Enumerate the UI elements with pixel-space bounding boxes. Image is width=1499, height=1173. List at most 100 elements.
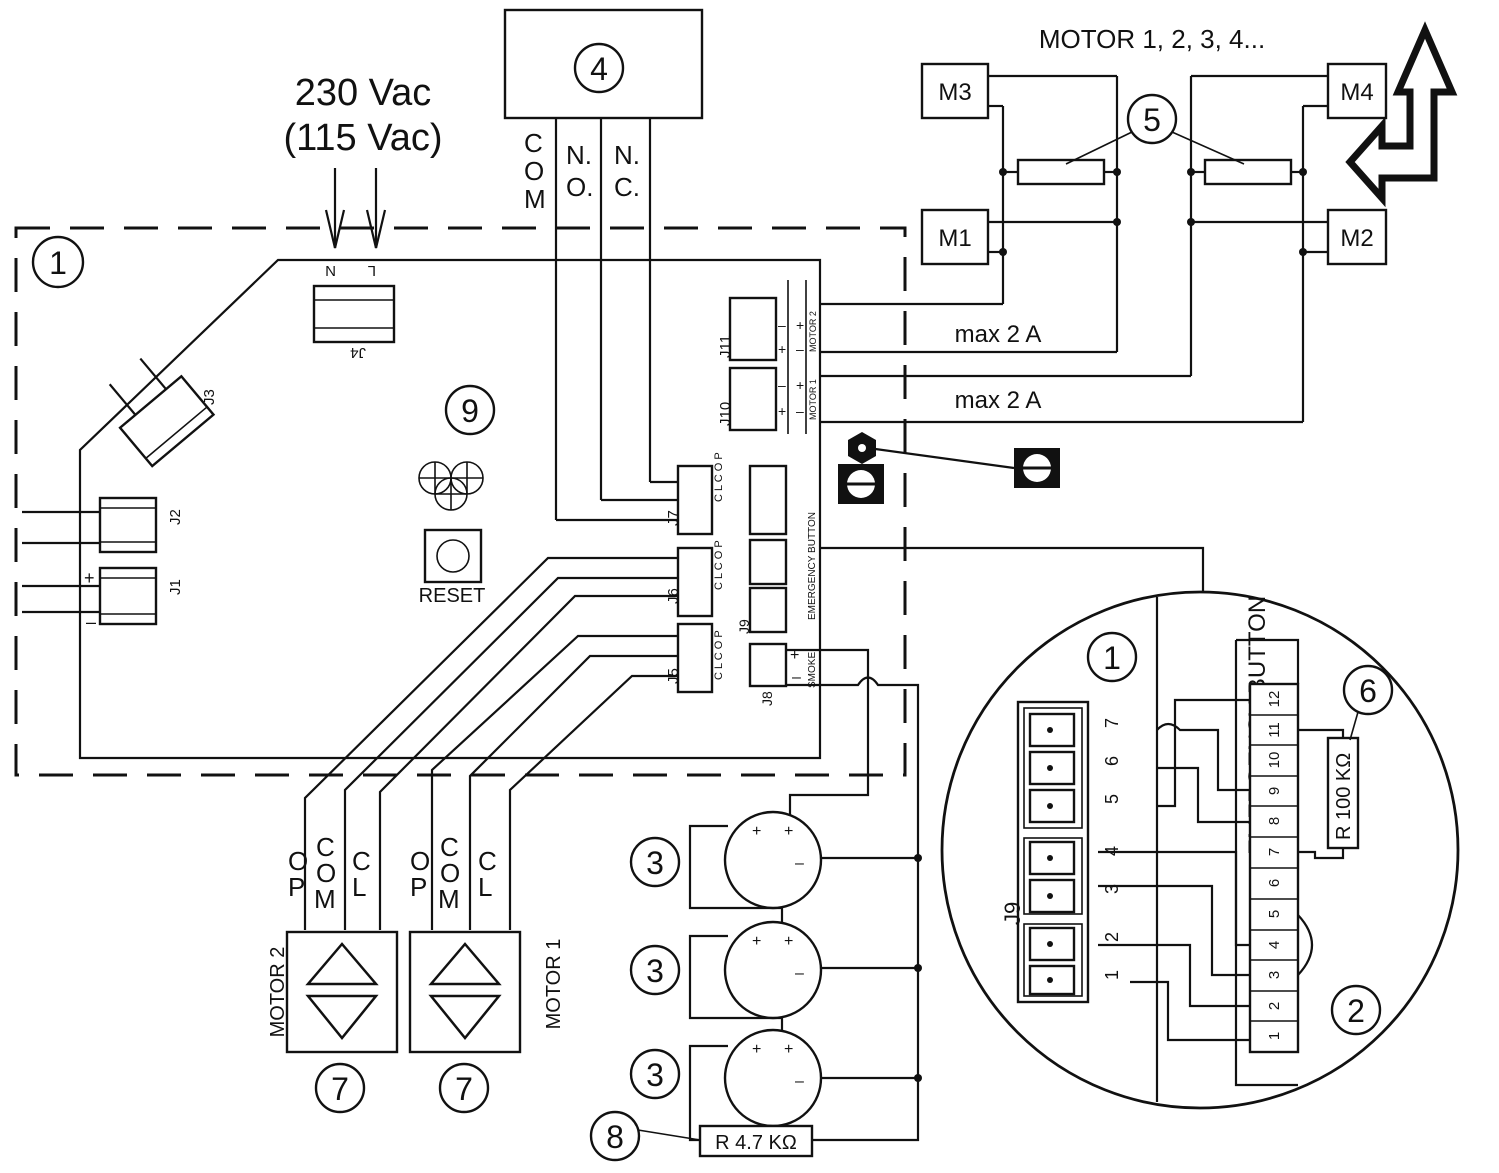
svg-text:5: 5 xyxy=(1102,794,1122,804)
callout-9: 9 xyxy=(444,384,496,436)
emergency-label-board: EMERGENCY BUTTON xyxy=(807,512,818,620)
svg-text:1: 1 xyxy=(49,245,67,281)
svg-text:11: 11 xyxy=(1266,722,1283,738)
connector-j6: J6 C L C O P xyxy=(665,538,788,618)
svg-text:M4: M4 xyxy=(1340,79,1373,106)
svg-text:–: – xyxy=(795,965,804,982)
svg-text:+: + xyxy=(778,403,786,419)
svg-text:C L C O P: C L C O P xyxy=(713,630,725,680)
svg-text:N.: N. xyxy=(566,140,592,170)
svg-text:2: 2 xyxy=(1266,1002,1283,1010)
svg-text:C L C O P: C L C O P xyxy=(713,540,725,590)
svg-text:M2: M2 xyxy=(1340,225,1373,252)
svg-text:1: 1 xyxy=(1266,1032,1283,1040)
relay-box: 4 xyxy=(503,8,704,120)
svg-text:MOTOR 1: MOTOR 1 xyxy=(808,379,818,420)
svg-text:3: 3 xyxy=(1266,971,1283,979)
svg-text:MOTOR 1: MOTOR 1 xyxy=(543,939,565,1030)
callout-3-a: 3 xyxy=(629,836,681,888)
smoke-resistor: R 4.7 KΩ xyxy=(698,1124,814,1158)
svg-text:J7: J7 xyxy=(665,510,682,526)
svg-text:6: 6 xyxy=(1359,673,1377,709)
svg-text:R 4.7 KΩ: R 4.7 KΩ xyxy=(715,1132,797,1154)
svg-text:–: – xyxy=(778,377,786,393)
svg-text:–: – xyxy=(795,855,804,872)
connector-j5: J5 C L C O P xyxy=(665,622,725,694)
svg-text:6: 6 xyxy=(1102,756,1122,766)
svg-text:O: O xyxy=(288,846,308,876)
svg-text:M3: M3 xyxy=(938,79,971,106)
svg-text:12: 12 xyxy=(1266,691,1283,708)
max-current-motor1: max 2 A xyxy=(955,387,1042,414)
svg-text:L: L xyxy=(352,872,366,902)
svg-text:N.: N. xyxy=(614,140,640,170)
svg-text:–: – xyxy=(795,1073,804,1090)
svg-text:L: L xyxy=(478,872,492,902)
svg-text:C: C xyxy=(524,128,543,158)
svg-text:M: M xyxy=(524,184,546,214)
svg-text:–: – xyxy=(778,317,786,333)
svg-text:M: M xyxy=(314,884,336,914)
j4-terminal-n: N xyxy=(325,262,336,279)
connector-j1: + – J1 xyxy=(22,566,184,632)
svg-text:–: – xyxy=(796,341,804,357)
switch-motor-1[interactable]: MOTOR 1 xyxy=(408,930,565,1054)
svg-text:C: C xyxy=(478,846,497,876)
svg-text:3: 3 xyxy=(646,845,664,881)
svg-text:+: + xyxy=(796,377,804,393)
svg-text:+: + xyxy=(784,823,793,840)
emergency-line xyxy=(820,546,1205,592)
svg-text:J8: J8 xyxy=(759,691,775,706)
motor-m1: M1 xyxy=(920,208,990,266)
svg-text:+: + xyxy=(790,647,799,664)
svg-text:+: + xyxy=(784,1041,793,1058)
svg-text:MOTOR 2: MOTOR 2 xyxy=(808,311,818,352)
supply-voltage-alt: (115 Vac) xyxy=(283,117,442,159)
svg-text:C L C O P: C L C O P xyxy=(713,452,725,502)
svg-text:+: + xyxy=(796,317,804,333)
svg-text:1: 1 xyxy=(1102,970,1122,980)
connector-j4: N L J4 xyxy=(312,262,396,361)
connector-j7: J7 C L C O P xyxy=(665,452,788,536)
smoke-label: SMOKE xyxy=(807,652,818,688)
svg-text:P: P xyxy=(410,872,427,902)
svg-text:+: + xyxy=(752,1041,761,1058)
callout-7-right: 7 xyxy=(438,1062,490,1114)
reset-button[interactable]: RESET xyxy=(419,528,486,607)
reset-label: RESET xyxy=(419,585,486,607)
svg-text:8: 8 xyxy=(606,1119,624,1155)
callout-8: 8 xyxy=(589,1110,701,1162)
svg-text:+: + xyxy=(752,933,761,950)
svg-text:7: 7 xyxy=(331,1071,349,1107)
svg-text:J11: J11 xyxy=(717,335,734,358)
j3-label: J3 xyxy=(201,389,218,405)
smoke-detector-2: + + – xyxy=(723,920,823,1020)
svg-text:J10: J10 xyxy=(717,402,734,426)
svg-text:–: – xyxy=(86,612,96,632)
svg-text:+: + xyxy=(778,341,786,357)
connector-j8: J8 + – SMOKE xyxy=(748,642,818,706)
svg-text:7: 7 xyxy=(455,1071,473,1107)
j4-terminal-l: L xyxy=(368,262,376,279)
direction-arrow-icon xyxy=(1345,21,1458,208)
j4-label: J4 xyxy=(350,344,366,361)
svg-text:4: 4 xyxy=(1266,941,1283,949)
svg-text:–: – xyxy=(796,403,804,419)
svg-text:C: C xyxy=(440,832,459,862)
connector-j3 xyxy=(108,357,216,468)
svg-text:3: 3 xyxy=(646,1057,664,1093)
smoke-detector-1: + + – xyxy=(723,810,823,910)
svg-text:1: 1 xyxy=(1103,640,1121,676)
svg-text:O.: O. xyxy=(566,172,593,202)
callout-7-left: 7 xyxy=(314,1062,366,1114)
svg-text:7: 7 xyxy=(1102,718,1122,728)
j2-label: J2 xyxy=(167,509,184,525)
svg-text:M: M xyxy=(438,884,460,914)
svg-text:O: O xyxy=(524,156,544,186)
svg-text:+: + xyxy=(784,933,793,950)
connector-j10: J10 – + + – MOTOR 1 xyxy=(717,366,818,432)
svg-text:+: + xyxy=(84,568,95,588)
svg-text:J9: J9 xyxy=(736,619,752,634)
svg-text:–: – xyxy=(792,669,801,686)
switch-motor-2[interactable]: MOTOR 2 xyxy=(267,930,399,1054)
